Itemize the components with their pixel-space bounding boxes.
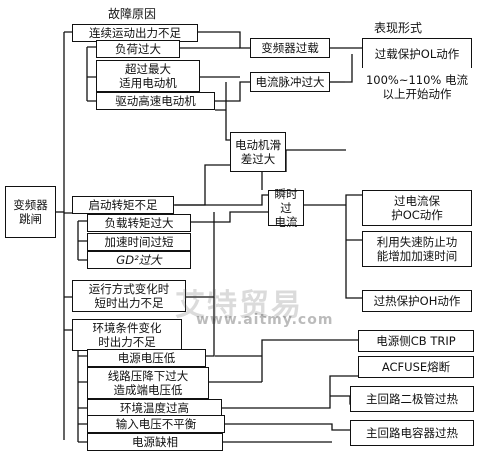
cause-load-torque: 负载转矩过大 (87, 214, 191, 232)
cause-voltage-unbalance: 输入电压不平衡 (87, 415, 225, 433)
cause-overload: 负荷过大 (96, 40, 180, 58)
cause-high-speed-motor: 驱动高速电动机 (96, 92, 215, 110)
symptom-oc: 过电流保 护OC动作 (362, 190, 472, 226)
cause-env-change: 环境条件变化 时出力不足 (72, 319, 182, 351)
cause-gd2: GD²过大 (87, 251, 191, 269)
symptom-ol: 过载保护OL动作 (362, 38, 472, 70)
cause-motor-oversize: 超过最大 适用电动机 (96, 60, 200, 92)
symptom-oh: 过热保护OH动作 (362, 290, 472, 312)
cause-supply-low: 电源电压低 (87, 349, 206, 367)
watermark-logo: 艾特贸易 (175, 288, 303, 323)
symptom-cb-trip: 电源侧CB TRIP (358, 330, 474, 352)
cause-phase-loss: 电源缺相 (87, 433, 223, 451)
header-symptoms: 表现形式 (374, 21, 423, 35)
cause-accel-short: 加速时间过短 (87, 233, 191, 251)
symptom-ol-note: 100%~110% 电流 以上开始动作 (362, 68, 472, 106)
mid-instant-overcurrent: 瞬时过 电流 (268, 187, 304, 229)
watermark-url: www.aitmy.com (196, 312, 334, 328)
mid-motor-slip: 电动机滑 差过大 (230, 132, 286, 172)
symptom-capacitor-overheat: 主回路电容器过热 (350, 420, 474, 446)
cause-start-torque: 启动转矩不足 (72, 196, 174, 214)
symptom-diode-overheat: 主回路二极管过热 (350, 386, 474, 412)
header-causes: 故障原因 (108, 7, 157, 21)
root-inverter-trip: 变频器 跳闸 (5, 186, 56, 238)
cause-run-mode-change: 运行方式变化时 短时出力不足 (72, 280, 186, 312)
cause-line-drop: 线路压降下过大 造成端电压低 (87, 367, 209, 399)
mid-current-pulse: 电流脉冲过大 (250, 72, 330, 92)
symptom-stall: 利用失速防止功 能增加加速时间 (362, 231, 472, 267)
mid-inverter-overload: 变频器过载 (250, 38, 330, 58)
symptom-fuse: ACFUSE熔断 (358, 356, 474, 378)
